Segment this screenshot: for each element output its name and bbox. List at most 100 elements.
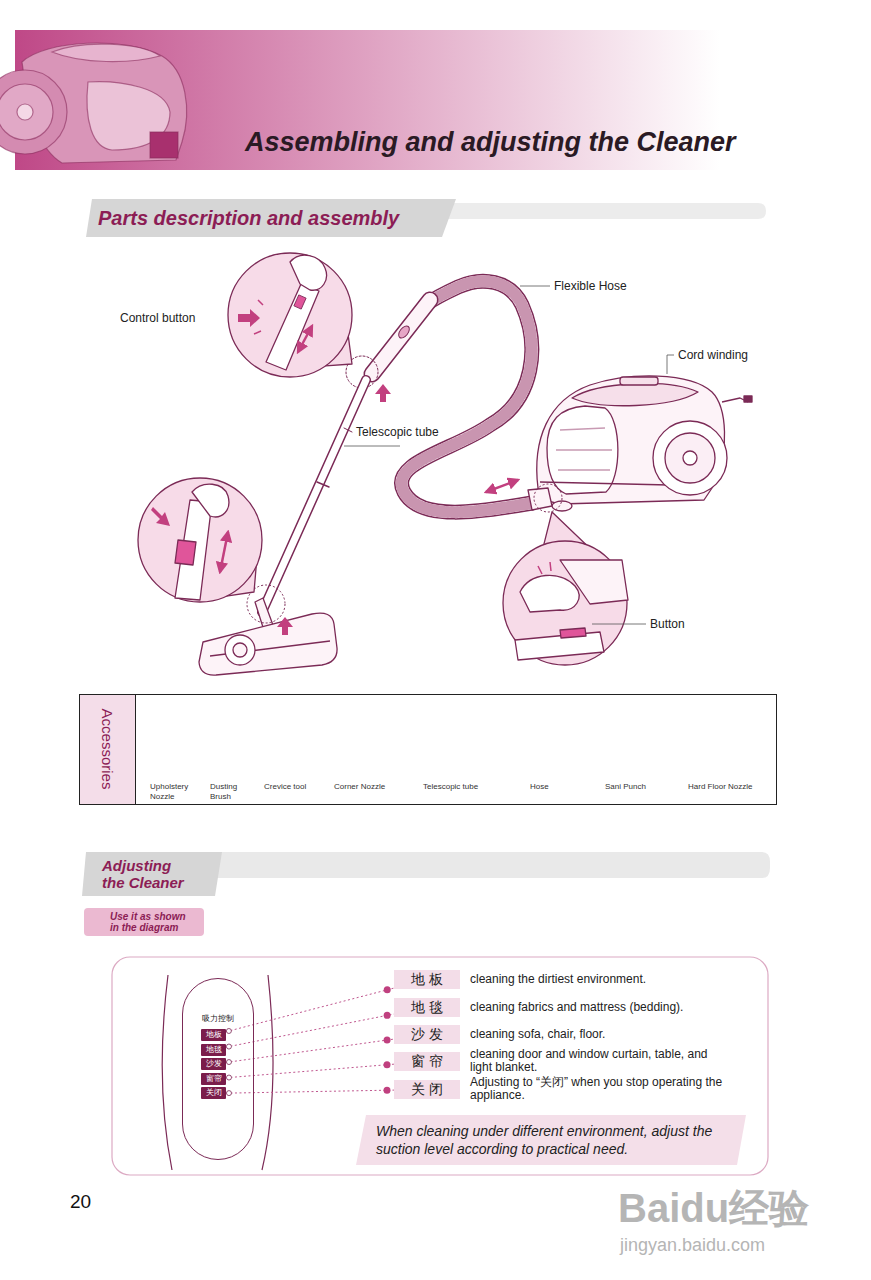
section-band-fill (202, 852, 770, 878)
handle-outline (162, 975, 273, 1170)
button-text: 窗帘 (206, 1075, 222, 1083)
leader-end-dot (384, 1061, 391, 1068)
control-title: 吸力控制 (183, 1013, 253, 1024)
floor-nozzle (225, 635, 255, 665)
connector-group (226, 986, 394, 1033)
callout-circle (298, 326, 312, 352)
callout-circle (138, 478, 262, 602)
telescopic-tube (262, 380, 366, 612)
page-title: Assembling and adjusting the Cleaner (245, 127, 736, 158)
vacuum-body (665, 433, 715, 483)
dotted-leader (226, 988, 394, 1032)
table-heading: Accessories (99, 709, 116, 790)
callout-circle (538, 562, 551, 574)
leader-line (344, 286, 674, 624)
accessory-name: Hose (530, 782, 549, 792)
leader-line (667, 355, 674, 374)
suction-button: 窗帘 (201, 1073, 226, 1085)
hint-text: Use it as shown in the diagram (110, 911, 192, 933)
header-vacuum (150, 132, 178, 158)
section-heading: Parts description and assembly (98, 207, 399, 230)
vacuum-body (620, 377, 658, 385)
vacuum-body (552, 501, 572, 511)
leader-line (520, 286, 550, 287)
suction-button: 地毯 (201, 1044, 226, 1056)
note-text: When cleaning under different environmen… (376, 1122, 732, 1158)
section-band: Adjusting the Cleaner (82, 852, 770, 896)
telescopic-tube (262, 380, 366, 612)
mode-description: cleaning door and window curtain, table,… (470, 1048, 722, 1074)
callout-circle (192, 484, 229, 517)
mode-description: cleaning sofa, chair, floor. (470, 1027, 605, 1041)
connector-group (226, 1061, 394, 1080)
leader-start-dot (226, 1028, 231, 1033)
header-vacuum (0, 84, 53, 140)
callout-circle (151, 507, 170, 526)
part-label: Button (650, 617, 685, 631)
mode-description: cleaning the dirtiest environment. (470, 972, 646, 986)
connector-group (226, 1037, 394, 1065)
header-vacuum (0, 43, 187, 163)
hose-handle (346, 300, 430, 388)
vacuum-body (744, 396, 752, 402)
button-text: 关闭 (206, 1089, 222, 1097)
callout-circle (290, 255, 327, 290)
page-number: 20 (70, 1190, 91, 1213)
note-band-fill (356, 1115, 746, 1165)
section-band-fill (86, 199, 456, 237)
telescopic-tube (317, 482, 329, 487)
callout-circle (254, 300, 263, 334)
handle-outline (262, 975, 273, 1170)
vacuum-body (653, 421, 727, 495)
accessory-name: Sani Punch (605, 782, 646, 792)
vacuum-body (528, 488, 552, 510)
note-band: When cleaning under different environmen… (356, 1115, 746, 1165)
hose-handle (372, 300, 430, 374)
control-oval: 吸力控制地板地毯沙发窗帘关闭 (182, 978, 254, 1160)
mode-text: 关 闭 (411, 1080, 443, 1099)
leader-line (592, 624, 646, 625)
callout-circle (560, 628, 586, 638)
section-band: Parts description and assembly (86, 199, 766, 237)
hose-handle (397, 324, 412, 340)
mode-text: 地 毯 (411, 998, 443, 1017)
callout-circle (220, 532, 228, 572)
accessory-name: Hard Floor Nozzle (688, 782, 752, 792)
part-label: Flexible Hose (554, 279, 627, 293)
vacuum-body (572, 383, 698, 405)
callout-circle (138, 478, 262, 602)
connector-group (226, 1012, 394, 1049)
callout-circle (503, 512, 628, 665)
hint-tag: Use it as shown in the diagram (84, 908, 204, 936)
part-label: Telescopic tube (356, 425, 439, 439)
section-heading: Adjusting the Cleaner (102, 857, 192, 891)
section-band-shape (82, 852, 770, 896)
callout-circle (228, 253, 352, 377)
suction-button: 关闭 (201, 1087, 226, 1099)
header-vacuum (0, 70, 67, 154)
section-band-fill (82, 852, 222, 896)
leader-end-dot (384, 1012, 391, 1019)
callout-circle (520, 575, 579, 612)
callout-circle (228, 253, 352, 377)
leader-line (344, 446, 400, 447)
callout-circle (175, 500, 212, 600)
callout-circle (503, 541, 627, 665)
header-vacuum (52, 44, 160, 61)
mode-tag: 地 毯 (394, 998, 460, 1017)
dotted-leader (226, 1064, 394, 1078)
suction-button: 地板 (201, 1029, 226, 1041)
telescopic-tube (262, 380, 366, 612)
floor-nozzle (233, 643, 247, 657)
button-text: 地毯 (206, 1046, 222, 1054)
part-label: Cord winding (678, 348, 748, 362)
watermark: Baidu经验 (618, 1186, 809, 1230)
vacuum-body (547, 406, 618, 494)
accessory-name: Telescopic tube (423, 782, 478, 792)
callout-circle (238, 309, 260, 327)
leader-start-dot (226, 1075, 231, 1080)
vacuum-body (534, 484, 562, 512)
mode-tag: 地 板 (394, 970, 460, 989)
button-text: 地板 (206, 1031, 222, 1039)
watermark: jingyan.baidu.com (620, 1234, 765, 1256)
